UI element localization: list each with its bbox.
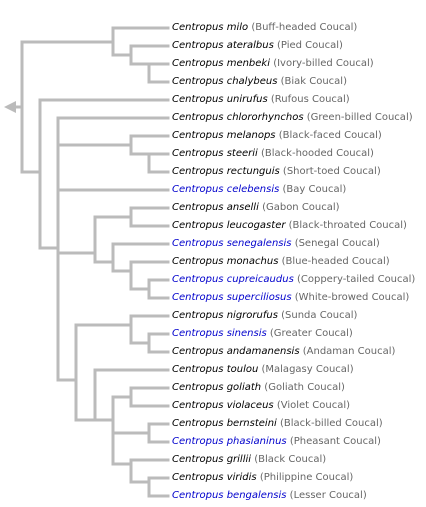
taxon-common-name: (Senegal Coucal): [294, 238, 380, 249]
taxon-row: Centropus viridis (Philippine Coucal): [172, 469, 353, 487]
taxon-scientific-name: Centropus viridis: [172, 472, 257, 483]
taxon-scientific-name: Centropus nigrorufus: [172, 310, 278, 321]
taxon-scientific-name: Centropus melanops: [172, 130, 276, 141]
taxon-common-name: (Pheasant Coucal): [289, 436, 381, 447]
taxon-scientific-name: Centropus chalybeus: [172, 76, 278, 87]
taxon-scientific-name[interactable]: Centropus cupreicaudus: [172, 274, 294, 285]
taxon-row: Centropus monachus (Blue-headed Coucal): [172, 253, 390, 271]
taxon-scientific-name[interactable]: Centropus superciliosus: [172, 292, 292, 303]
left-arrow-icon[interactable]: [4, 101, 16, 113]
taxon-row: Centropus steerii (Black-hooded Coucal): [172, 145, 374, 163]
taxon-row: Centropus phasianinus (Pheasant Coucal): [172, 433, 381, 451]
taxon-scientific-name[interactable]: Centropus bengalensis: [172, 490, 287, 501]
taxon-row: Centropus nigrorufus (Sunda Coucal): [172, 307, 357, 325]
taxon-row: Centropus bengalensis (Lesser Coucal): [172, 487, 367, 505]
taxon-common-name: (Pied Coucal): [277, 40, 343, 51]
taxon-common-name: (Black Coucal): [254, 454, 327, 465]
taxon-row: Centropus superciliosus (White-browed Co…: [172, 289, 409, 307]
taxon-scientific-name: Centropus unirufus: [172, 94, 268, 105]
taxon-row: Centropus unirufus (Rufous Coucal): [172, 91, 350, 109]
taxon-row: Centropus ateralbus (Pied Coucal): [172, 37, 343, 55]
taxon-common-name: (Greater Coucal): [269, 328, 353, 339]
taxon-common-name: (Ivory-billed Coucal): [273, 58, 374, 69]
taxon-row: Centropus sinensis (Greater Coucal): [172, 325, 353, 343]
taxon-row: Centropus bernsteini (Black-billed Couca…: [172, 415, 383, 433]
taxon-scientific-name: Centropus steerii: [172, 148, 258, 159]
taxon-row: Centropus leucogaster (Black-throated Co…: [172, 217, 407, 235]
taxon-row: Centropus chalybeus (Biak Coucal): [172, 73, 347, 91]
taxon-row: Centropus chlororhynchos (Green-billed C…: [172, 109, 413, 127]
taxon-row: Centropus melanops (Black-faced Coucal): [172, 127, 382, 145]
tree-branches: [14, 26, 170, 498]
taxon-common-name: (Short-toed Coucal): [282, 166, 381, 177]
taxon-row: Centropus andamanensis (Andaman Coucal): [172, 343, 395, 361]
taxon-row: Centropus anselli (Gabon Coucal): [172, 199, 340, 217]
taxon-common-name: (Lesser Coucal): [289, 490, 367, 501]
taxon-scientific-name: Centropus andamanensis: [172, 346, 300, 357]
taxon-common-name: (Buff-headed Coucal): [251, 22, 358, 33]
taxon-scientific-name[interactable]: Centropus sinensis: [172, 328, 267, 339]
taxon-row: Centropus violaceus (Violet Coucal): [172, 397, 350, 415]
taxon-row: Centropus milo (Buff-headed Coucal): [172, 19, 357, 37]
taxon-scientific-name: Centropus milo: [172, 22, 249, 33]
taxon-scientific-name: Centropus goliath: [172, 382, 262, 393]
taxon-common-name: (White-browed Coucal): [294, 292, 410, 303]
taxon-common-name: (Violet Coucal): [276, 400, 351, 411]
taxon-row: Centropus menbeki (Ivory-billed Coucal): [172, 55, 374, 73]
taxon-common-name: (Blue-headed Coucal): [281, 256, 390, 267]
taxon-common-name: (Philippine Coucal): [259, 472, 354, 483]
taxon-common-name: (Coppery-tailed Coucal): [296, 274, 416, 285]
taxon-row: Centropus goliath (Goliath Coucal): [172, 379, 345, 397]
taxon-common-name: (Bay Coucal): [282, 184, 347, 195]
taxon-row: Centropus celebensis (Bay Coucal): [172, 181, 346, 199]
taxon-row: Centropus cupreicaudus (Coppery-tailed C…: [172, 271, 415, 289]
taxon-scientific-name: Centropus monachus: [172, 256, 279, 267]
taxon-scientific-name[interactable]: Centropus celebensis: [172, 184, 280, 195]
taxon-row: Centropus rectunguis (Short-toed Coucal): [172, 163, 381, 181]
taxon-scientific-name: Centropus bernsteini: [172, 418, 277, 429]
taxon-common-name: (Black-hooded Coucal): [261, 148, 374, 159]
taxon-common-name: (Andaman Coucal): [302, 346, 396, 357]
taxon-scientific-name: Centropus toulou: [172, 364, 259, 375]
taxon-row: Centropus grillii (Black Coucal): [172, 451, 326, 469]
taxon-scientific-name[interactable]: Centropus senegalensis: [172, 238, 292, 249]
taxon-scientific-name: Centropus leucogaster: [172, 220, 286, 231]
taxon-common-name: (Black-faced Coucal): [278, 130, 382, 141]
taxon-common-name: (Green-billed Coucal): [306, 112, 413, 123]
taxon-scientific-name: Centropus chlororhynchos: [172, 112, 304, 123]
taxon-common-name: (Sunda Coucal): [281, 310, 358, 321]
taxon-scientific-name[interactable]: Centropus phasianinus: [172, 436, 287, 447]
taxon-row: Centropus toulou (Malagasy Coucal): [172, 361, 354, 379]
taxon-scientific-name: Centropus menbeki: [172, 58, 270, 69]
taxon-scientific-name: Centropus anselli: [172, 202, 259, 213]
taxon-common-name: (Biak Coucal): [280, 76, 347, 87]
taxon-common-name: (Black-billed Coucal): [280, 418, 383, 429]
taxon-scientific-name: Centropus violaceus: [172, 400, 274, 411]
taxon-common-name: (Gabon Coucal): [262, 202, 340, 213]
taxon-scientific-name: Centropus rectunguis: [172, 166, 280, 177]
taxon-scientific-name: Centropus ateralbus: [172, 40, 274, 51]
taxon-common-name: (Malagasy Coucal): [261, 364, 354, 375]
taxon-scientific-name: Centropus grillii: [172, 454, 252, 465]
taxon-common-name: (Rufous Coucal): [270, 94, 350, 105]
taxon-common-name: (Goliath Coucal): [264, 382, 345, 393]
taxon-row: Centropus senegalensis (Senegal Coucal): [172, 235, 380, 253]
taxon-common-name: (Black-throated Coucal): [288, 220, 407, 231]
